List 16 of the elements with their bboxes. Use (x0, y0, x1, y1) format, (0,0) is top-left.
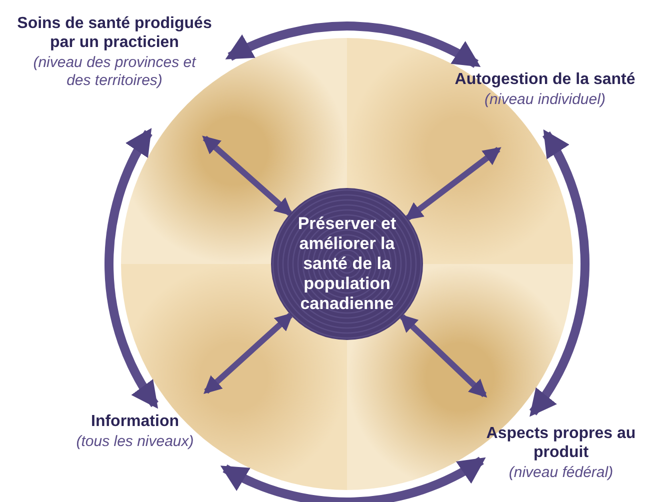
double-arrow (202, 136, 293, 216)
double-arrow (404, 146, 502, 220)
curved-double-arrow (220, 456, 486, 502)
level-note: (tous les niveaux) (75, 433, 195, 451)
area-title: Information (90, 412, 180, 431)
goal-text: Préserver et améliorer la santé de la population canadienne (296, 214, 398, 314)
area-title: Soins de santé prodigués par un practicien (16, 14, 213, 52)
curved-double-arrow (104, 128, 159, 409)
level-note: (niveau des provinces et des territoires) (32, 54, 198, 90)
area-title: Autogestion de la santé (454, 70, 636, 89)
double-arrow (399, 314, 488, 398)
double-arrow (204, 312, 294, 394)
curved-double-arrow (529, 129, 590, 417)
curved-double-arrow (225, 22, 481, 68)
area-title: Aspects propres au produit (486, 424, 636, 462)
level-note: (niveau fédéral) (508, 464, 614, 482)
